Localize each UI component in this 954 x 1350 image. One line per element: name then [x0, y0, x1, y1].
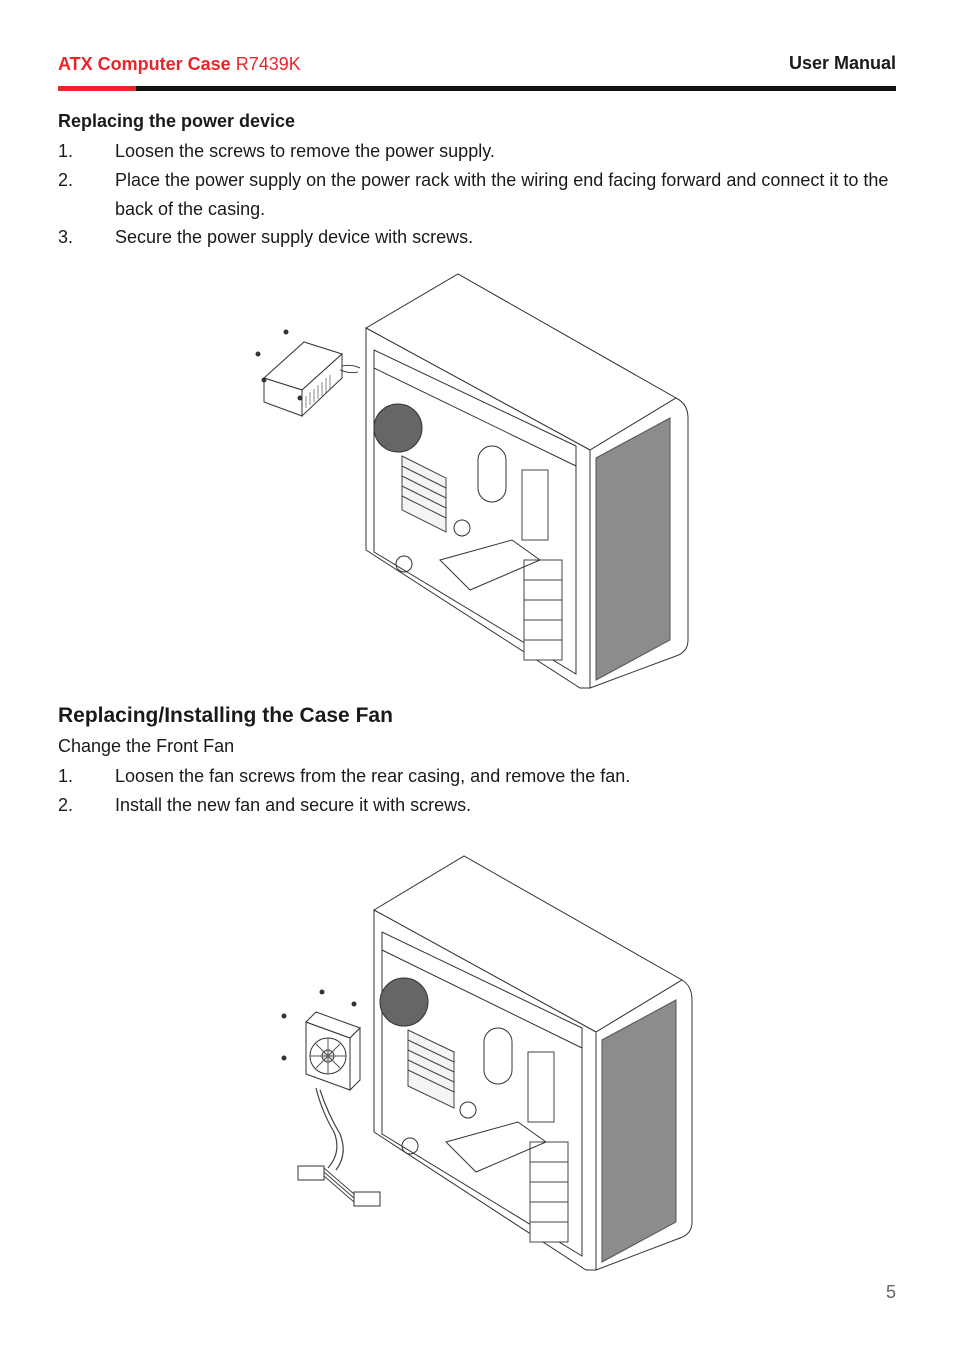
header-model: R7439K [235, 54, 301, 74]
header-manual-label: User Manual [788, 53, 896, 73]
header-rule [136, 86, 896, 91]
step-number: 1. [58, 766, 74, 786]
step-text: Loosen the fan screws from the rear casi… [115, 766, 631, 786]
list-item: 2. Place the power supply on the power r… [58, 166, 898, 224]
power-supply-illustration [255, 273, 689, 689]
list-item: 1. Loosen the fan screws from the rear c… [58, 762, 898, 791]
section-heading-power: Replacing the power device [58, 111, 296, 131]
step-text: Install the new fan and secure it with s… [115, 795, 472, 815]
case-fan-illustration [281, 855, 693, 1271]
step-text: Place the power supply on the power rack… [115, 170, 889, 219]
step-number: 1. [58, 141, 74, 161]
header-brand: ATX Computer Case [58, 54, 231, 74]
section-intro: Change the Front Fan [58, 736, 235, 756]
step-number: 2. [58, 170, 74, 190]
page-number: 5 [885, 1282, 896, 1302]
header-title: ATX Computer Case R7439K [58, 54, 301, 75]
step-number: 3. [58, 227, 74, 247]
section-heading-fan: Replacing/Installing the Case Fan [58, 704, 393, 727]
step-text: Loosen the screws to remove the power su… [115, 141, 495, 161]
step-text: Secure the power supply device with scre… [115, 227, 474, 247]
list-item: 1. Loosen the screws to remove the power… [58, 137, 898, 166]
list-item: 3. Secure the power supply device with s… [58, 223, 898, 252]
header-rule-accent [58, 86, 136, 91]
list-item: 2. Install the new fan and secure it wit… [58, 791, 898, 820]
step-number: 2. [58, 795, 74, 815]
